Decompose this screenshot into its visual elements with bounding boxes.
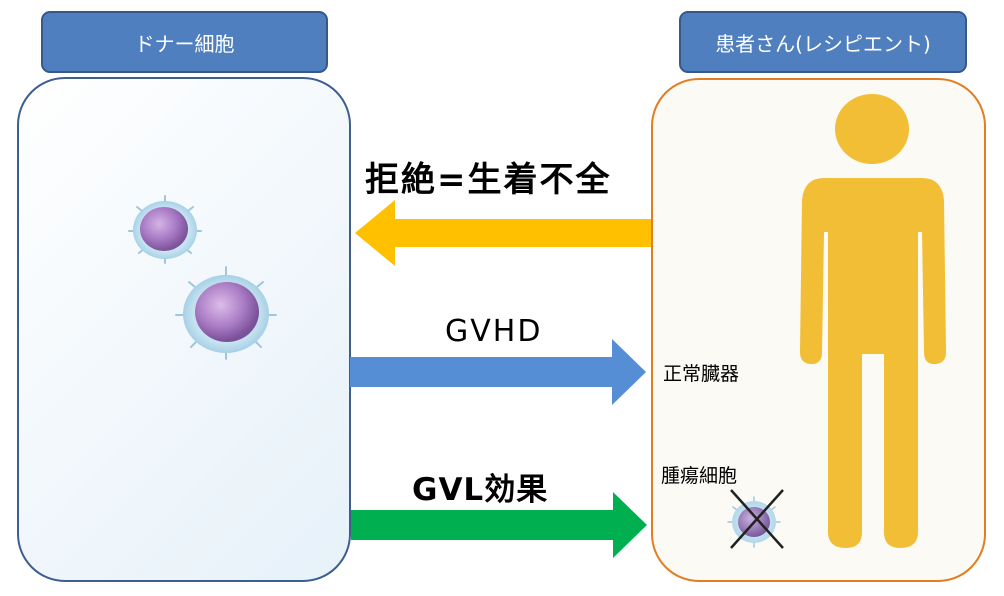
patient-recipient-label: 患者さん(レシピエント) — [679, 11, 967, 73]
donor-panel — [17, 77, 351, 582]
rejection-arrow — [355, 200, 651, 266]
normal-organs-label: 正常臓器 — [663, 363, 740, 385]
donor-cells-label-text: ドナー細胞 — [134, 31, 235, 56]
lymphocyte-cell-icon — [128, 195, 202, 264]
person-silhouette-icon — [800, 94, 946, 548]
donor-cells-label: ドナー細胞 — [41, 11, 328, 73]
patient-recipient-label-text: 患者さん(レシピエント) — [715, 31, 931, 56]
cross-mark-icon — [730, 489, 784, 549]
lymphocyte-cell-icon — [175, 266, 277, 360]
gvl-effect-label: GVL効果 — [412, 472, 549, 508]
rejection-label: 拒絶=生着不全 — [365, 160, 612, 200]
gvl-arrow — [351, 492, 647, 558]
gvhd-label: GVHD — [445, 314, 543, 349]
gvhd-arrow — [350, 339, 646, 405]
tumor-cells-label: 腫瘍細胞 — [661, 465, 738, 487]
